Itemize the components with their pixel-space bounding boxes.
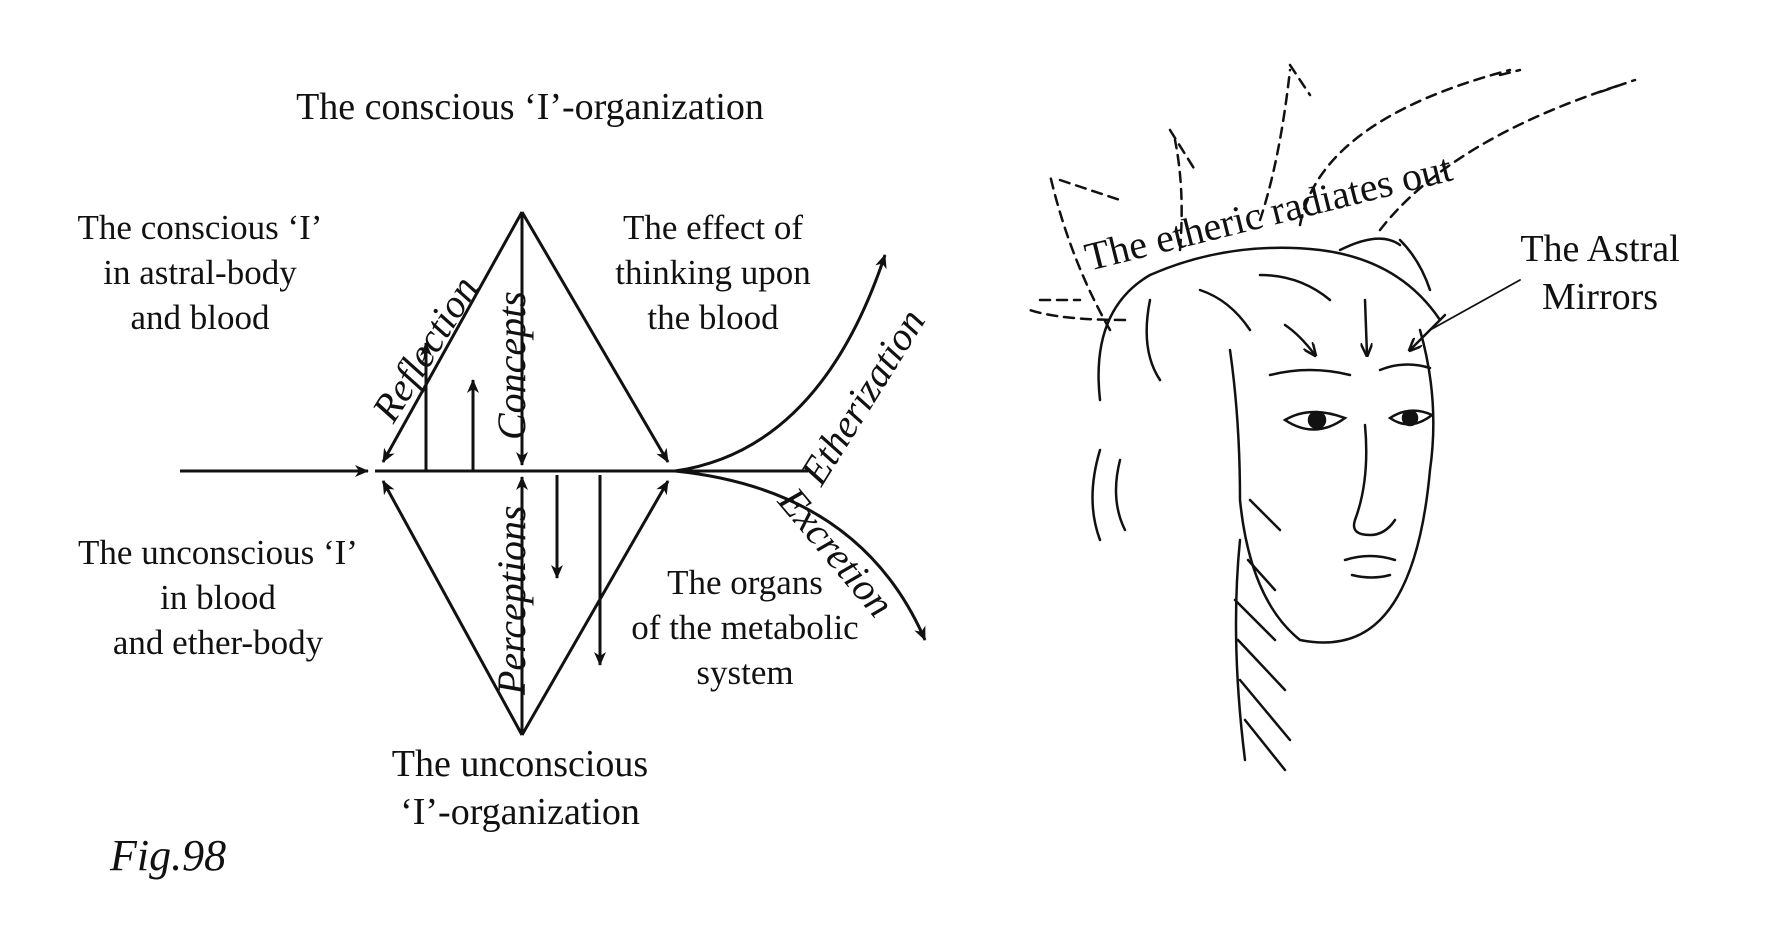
etherization-curve (674, 254, 887, 473)
neck-strokes (1233, 498, 1292, 772)
astral-arrow-left (1283, 323, 1315, 355)
etheric-radiation-lines (1028, 63, 1637, 332)
eyes (1282, 409, 1435, 431)
excretion-curve (674, 469, 927, 641)
right-eyebrow (1378, 363, 1432, 372)
astral-mirrors-label: The Astral Mirrors (1520, 228, 1680, 318)
face-contour (1228, 328, 1435, 644)
right-upper-label: The effect of thinking upon the blood (615, 208, 811, 337)
diamond-upper-right (520, 211, 670, 463)
top-title: The conscious ‘I’-organization (296, 86, 764, 128)
bottom-title: The unconscious ‘I’-organization (391, 743, 649, 833)
left-eyebrow (1268, 368, 1352, 377)
hair-strokes (1091, 237, 1442, 542)
astral-arrow-right (1410, 313, 1447, 350)
figure-caption: Fig.98 (110, 831, 227, 880)
left-upper-label: The conscious ‘I’ in astral-body and blo… (77, 208, 323, 337)
mouth (1343, 554, 1397, 562)
right-lower-label: The organs of the metabolic system (631, 563, 859, 692)
astral-arrow-middle (1365, 298, 1367, 355)
left-lower-label: The unconscious ‘I’ in blood and ether-b… (78, 533, 358, 662)
astral-pointer-line (1429, 279, 1521, 331)
diamond-upper-left (381, 211, 524, 463)
nose (1352, 423, 1397, 537)
diamond-lower-left (381, 480, 524, 736)
diamond-lower-right (520, 480, 670, 736)
